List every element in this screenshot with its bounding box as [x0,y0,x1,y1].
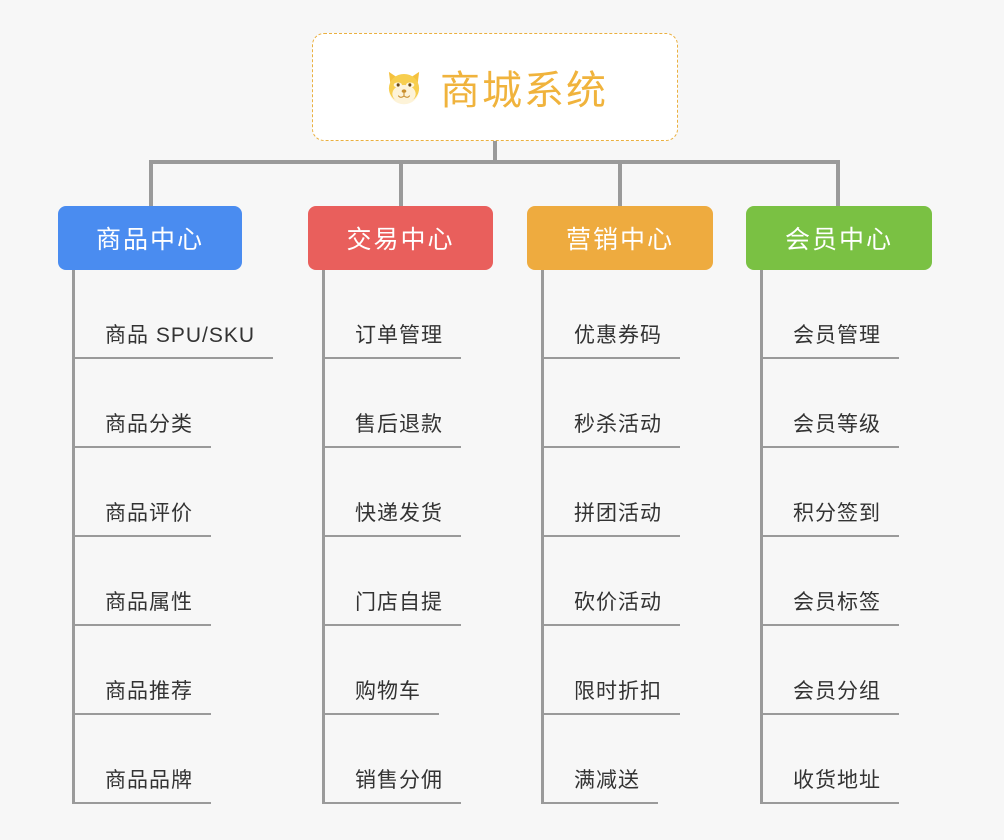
leaf-label: 收货地址 [763,764,899,804]
list-item[interactable]: 售后退款 [325,359,493,448]
category-column-1: 商品中心 商品 SPU/SKU 商品分类 商品评价 商品属性 商品推荐 商品品牌 [58,206,274,804]
category-column-2: 交易中心 订单管理 售后退款 快递发货 门店自提 购物车 销售分佣 [308,206,493,804]
category-header-1[interactable]: 商品中心 [58,206,242,270]
category-branch-2: 订单管理 售后退款 快递发货 门店自提 购物车 销售分佣 [322,270,493,804]
list-item[interactable]: 会员等级 [763,359,932,448]
leaf-label: 拼团活动 [544,497,680,537]
category-header-2[interactable]: 交易中心 [308,206,493,270]
leaf-label: 商品评价 [75,497,211,537]
category-column-4: 会员中心 会员管理 会员等级 积分签到 会员标签 会员分组 收货地址 [746,206,932,804]
connector-drop-3 [618,160,622,208]
leaf-label: 优惠券码 [544,319,680,359]
list-item[interactable]: 商品 SPU/SKU [75,270,274,359]
list-item[interactable]: 优惠券码 [544,270,713,359]
list-item[interactable]: 订单管理 [325,270,493,359]
list-item[interactable]: 满减送 [544,715,713,804]
category-header-4[interactable]: 会员中心 [746,206,932,270]
category-label-4: 会员中心 [784,226,893,254]
leaf-label: 商品 SPU/SKU [75,319,274,359]
list-item[interactable]: 销售分佣 [325,715,493,804]
leaf-label: 商品属性 [75,586,211,626]
list-item[interactable]: 收货地址 [763,715,932,804]
leaf-label: 会员管理 [763,319,899,359]
leaf-label: 快递发货 [325,497,461,537]
list-item[interactable]: 购物车 [325,626,493,715]
list-item[interactable]: 秒杀活动 [544,359,713,448]
connector-drop-4 [836,160,840,208]
category-column-3: 营销中心 优惠券码 秒杀活动 拼团活动 砍价活动 限时折扣 满减送 [527,206,713,804]
leaf-label: 积分签到 [763,497,899,537]
connector-drop-1 [149,160,153,208]
root-node[interactable]: 商城系统 [312,33,678,141]
leaf-label: 售后退款 [325,408,461,448]
leaf-label: 满减送 [544,764,658,804]
list-item[interactable]: 会员标签 [763,537,932,626]
category-header-3[interactable]: 营销中心 [527,206,713,270]
connector-horizontal-bus [149,160,839,164]
list-item[interactable]: 限时折扣 [544,626,713,715]
list-item[interactable]: 门店自提 [325,537,493,626]
category-branch-1: 商品 SPU/SKU 商品分类 商品评价 商品属性 商品推荐 商品品牌 [72,270,274,804]
list-item[interactable]: 商品品牌 [75,715,242,804]
leaf-label: 秒杀活动 [544,408,680,448]
leaf-label: 会员等级 [763,408,899,448]
list-item[interactable]: 商品评价 [75,448,242,537]
list-item[interactable]: 快递发货 [325,448,493,537]
category-branch-3: 优惠券码 秒杀活动 拼团活动 砍价活动 限时折扣 满减送 [541,270,713,804]
category-label-1: 商品中心 [95,226,204,254]
list-item[interactable]: 会员分组 [763,626,932,715]
list-item[interactable]: 拼团活动 [544,448,713,537]
leaf-label: 购物车 [325,675,439,715]
leaf-label: 商品品牌 [75,764,211,804]
leaf-label: 会员标签 [763,586,899,626]
list-item[interactable]: 砍价活动 [544,537,713,626]
list-item[interactable]: 会员管理 [763,270,932,359]
leaf-label: 商品分类 [75,408,211,448]
leaf-label: 商品推荐 [75,675,211,715]
list-item[interactable]: 积分签到 [763,448,932,537]
leaf-label: 门店自提 [325,586,461,626]
category-branch-4: 会员管理 会员等级 积分签到 会员标签 会员分组 收货地址 [760,270,932,804]
list-item[interactable]: 商品推荐 [75,626,242,715]
leaf-label: 订单管理 [325,319,461,359]
list-item[interactable]: 商品分类 [75,359,242,448]
connector-root-stem [493,141,497,163]
dog-face-icon [382,65,426,109]
leaf-label: 销售分佣 [325,764,461,804]
leaf-label: 限时折扣 [544,675,680,715]
root-title: 商城系统 [440,69,608,113]
category-label-3: 营销中心 [565,226,674,254]
leaf-label: 会员分组 [763,675,899,715]
category-label-2: 交易中心 [346,226,455,254]
list-item[interactable]: 商品属性 [75,537,242,626]
leaf-label: 砍价活动 [544,586,680,626]
connector-drop-2 [399,160,403,208]
